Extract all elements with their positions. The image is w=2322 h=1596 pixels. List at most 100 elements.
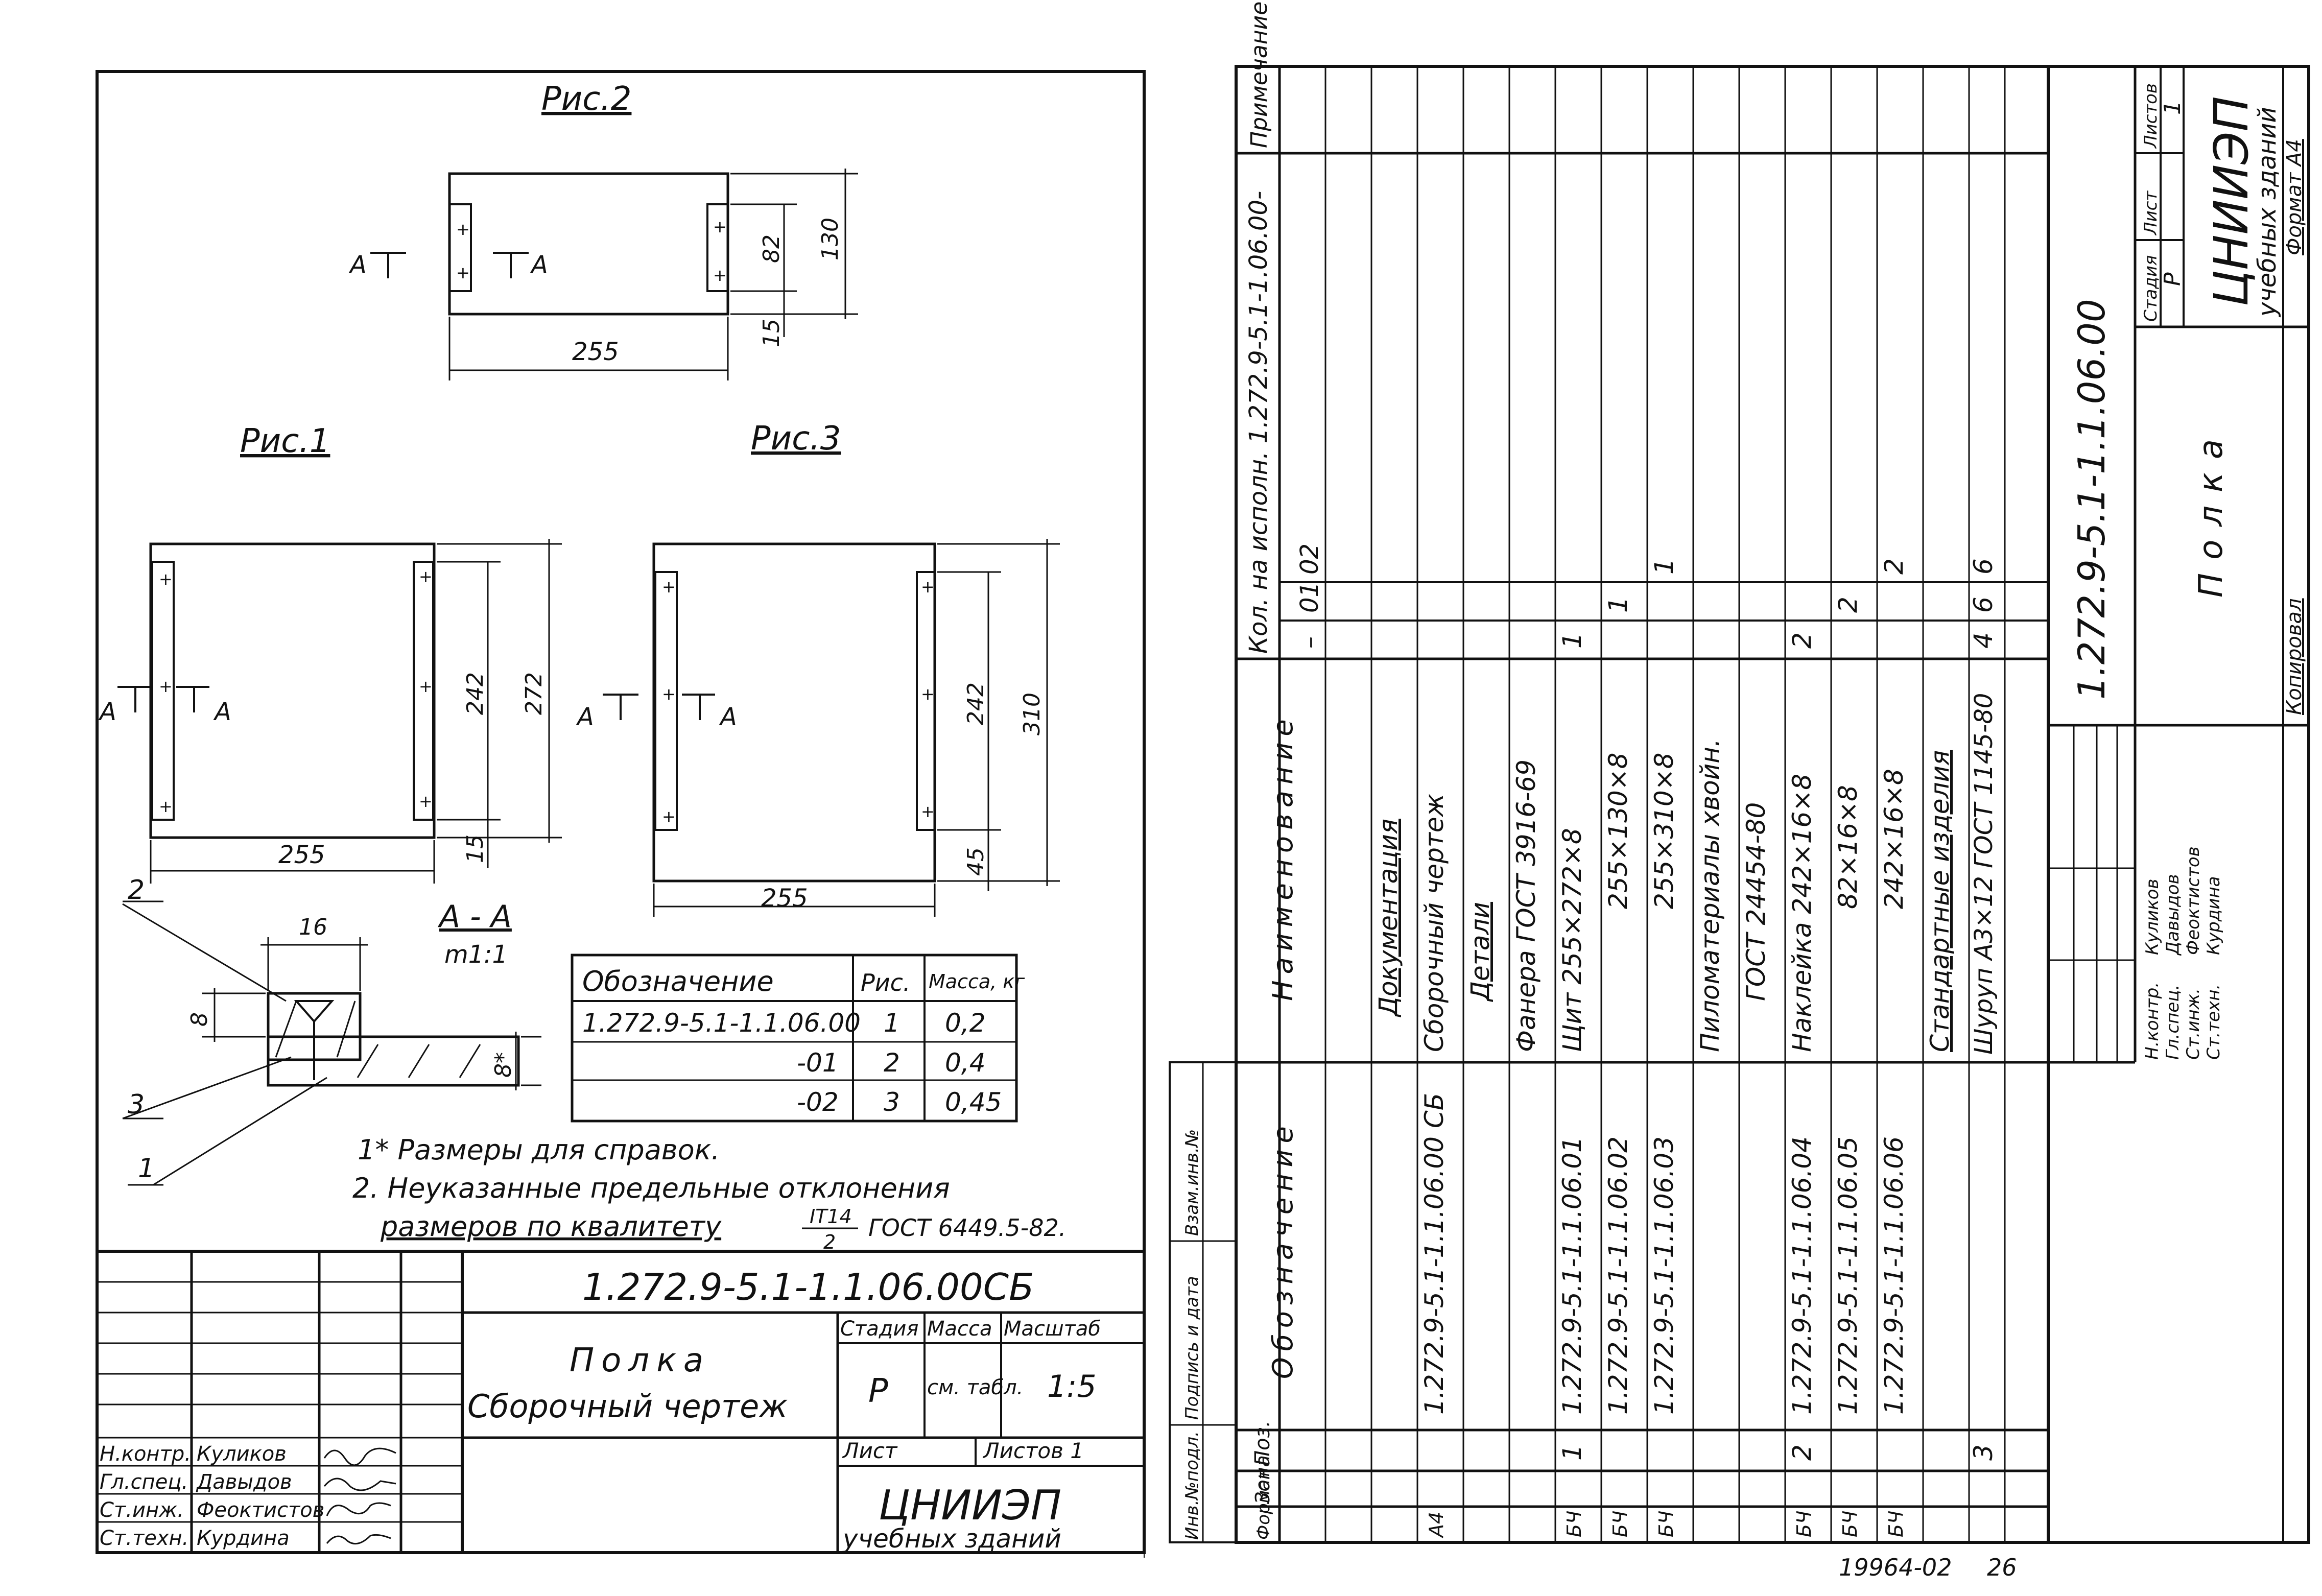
signer-name: Давыдов xyxy=(196,1470,292,1494)
variants-table: Обозначение Рис. Масса, кг 1.272.9-5.1-1… xyxy=(571,954,1025,1123)
spec-row-designation: 1.272.9-5.1-1.1.06.05 xyxy=(1833,1136,1863,1415)
fig1-strip-right xyxy=(413,561,434,821)
table-cell: 0,4 xyxy=(945,1048,986,1078)
section-mark-label: A xyxy=(98,698,116,726)
tb-org: ЦНИИЭП xyxy=(879,1482,1061,1529)
signer-role: Ст.техн. xyxy=(2203,984,2224,1060)
left-sheet: Рис.2 + + + + A A 255 82 xyxy=(96,70,1146,1554)
table-header-designation: Обозначение xyxy=(582,965,774,997)
footer-page: 26 xyxy=(1987,1554,2017,1581)
spec-row-qty: 1 xyxy=(1649,558,1679,575)
callout-leader xyxy=(122,1056,292,1119)
figure-1: Рис.1 + + + + + + A A 255 xyxy=(98,422,562,884)
fig1-screw-mark: + xyxy=(419,677,433,696)
spec-row-format: БЧ xyxy=(1839,1511,1861,1537)
dim-fig2-width: 255 xyxy=(572,338,619,366)
spec-row-format: БЧ xyxy=(1793,1511,1815,1537)
table-cell: 0,45 xyxy=(945,1087,1002,1117)
section-mark-label: A xyxy=(213,698,231,726)
section-mark-label: A xyxy=(348,251,367,279)
spec-header-designation: Обозначение xyxy=(1267,1120,1299,1379)
table-cell: 1 xyxy=(884,1008,900,1038)
margin-fields: Инв.№подл. Подпись и дата Взам.инв.№ xyxy=(1169,1061,1237,1543)
dim-fig1-height: 272 xyxy=(521,672,547,715)
tb-stage: Р xyxy=(868,1372,888,1410)
margin-label-signature: Подпись и дата xyxy=(1182,1276,1202,1420)
tb-name-line2: Сборочный чертеж xyxy=(467,1388,788,1425)
spec-row-name: 255×310×8 xyxy=(1649,753,1679,909)
fig2-strip-left xyxy=(448,203,472,292)
callout-2: 2 xyxy=(128,875,145,906)
spec-header-zone: Зона xyxy=(1251,1455,1274,1504)
spec-header-pos: Поз. xyxy=(1251,1420,1274,1466)
spec-row-name: Щит 255×272×8 xyxy=(1557,828,1587,1052)
dim-section-panel-h: 8* xyxy=(490,1052,516,1078)
margin-label-inv-orig: Инв.№подл. xyxy=(1182,1431,1202,1540)
spec-row-qty: 6 xyxy=(1969,597,1998,613)
signature xyxy=(326,1502,391,1516)
signature xyxy=(326,1534,391,1545)
fig2-strip-right xyxy=(706,203,729,292)
section-a-a: A - A m1:1 16 8 8* 2 xyxy=(122,875,541,1186)
notes: 1* Размеры для справок. 2. Неуказанные п… xyxy=(352,1134,1066,1253)
figure-1-title: Рис.1 xyxy=(240,422,330,460)
section-hatch xyxy=(336,1001,356,1058)
section-mark-label: A xyxy=(530,251,548,279)
spec-row-pos: 1 xyxy=(1557,1444,1587,1461)
dim-section-width: 16 xyxy=(299,914,327,940)
tb-sheets-label: Листов xyxy=(2141,83,2161,149)
dim-fig3-offset: 45 xyxy=(963,847,989,876)
spec-row-name: Шуруп А3×12 ГОСТ 1145-80 xyxy=(1970,693,1998,1055)
fig1-screw-mark: + xyxy=(419,567,433,586)
spec-row-designation: 1.272.9-5.1-1.1.06.01 xyxy=(1557,1136,1587,1415)
dim-fig3-width: 255 xyxy=(761,884,808,913)
tb-name: Полка xyxy=(2192,426,2230,598)
signer-name: Куликов xyxy=(197,1442,287,1466)
callout-leader xyxy=(122,903,287,1002)
dim-fig3-strip: 242 xyxy=(963,682,989,725)
fig3-screw-mark: + xyxy=(662,577,676,597)
spec-row-pos: 3 xyxy=(1969,1444,1998,1461)
figure-3-title: Рис.3 xyxy=(751,420,841,458)
tb-copied: Копировал xyxy=(2283,598,2306,715)
table-cell: 0,2 xyxy=(945,1008,986,1038)
spec-row-name: Детали xyxy=(1465,902,1495,1002)
spec-row-format: А4 xyxy=(1425,1512,1448,1539)
signature xyxy=(323,1447,396,1466)
section-hatch xyxy=(357,1044,379,1078)
signer-role: Гл.спец. xyxy=(100,1470,188,1494)
tolerance-denominator: 2 xyxy=(823,1231,836,1253)
signer-name: Курдина xyxy=(197,1527,290,1550)
dim-fig1-strip: 242 xyxy=(462,672,488,715)
tb-mass: см. табл. xyxy=(927,1376,1023,1399)
fig2-screw-mark: + xyxy=(713,217,727,236)
fig1-screw-mark: + xyxy=(159,569,173,589)
left-title-block: Н.контр. Куликов Гл.спец. Давыдов Ст.инж… xyxy=(97,1250,1144,1554)
spec-table: Примечание Кол. на исполн. 1.272.9-5.1-1… xyxy=(1236,2,2050,1542)
fig1-strip-left xyxy=(151,561,175,821)
note-2-cont: размеров по квалитету xyxy=(380,1210,722,1243)
fig2-screw-mark: + xyxy=(456,263,470,282)
right-sheet-frame xyxy=(1235,65,2310,1544)
dim-fig3-height: 310 xyxy=(1019,693,1045,735)
spec-header-format: Формат xyxy=(1253,1469,1274,1540)
section-hatch xyxy=(408,1044,430,1078)
spec-row-format: БЧ xyxy=(1609,1511,1631,1537)
dim-fig2-offset: 15 xyxy=(759,319,785,347)
tb-format: Формат А4 xyxy=(2283,139,2306,255)
signer-role: Н.контр. xyxy=(100,1442,191,1466)
callout-1: 1 xyxy=(138,1153,155,1184)
tb-org: ЦНИИЭП xyxy=(2204,96,2259,306)
signer-role: Ст.инж. xyxy=(2183,988,2203,1060)
signer-name: Куликов xyxy=(2142,879,2163,955)
fig3-screw-mark: + xyxy=(662,684,676,704)
section-panel xyxy=(267,1035,520,1087)
fig1-screw-mark: + xyxy=(159,797,173,816)
tb-org-sub: учебных зданий xyxy=(842,1524,1061,1554)
fig1-screw-mark: + xyxy=(159,677,173,696)
note-2-standard: ГОСТ 6449.5-82. xyxy=(868,1214,1066,1242)
tb-sheets-total: 1 xyxy=(2160,101,2186,115)
note-1: 1* Размеры для справок. xyxy=(358,1134,720,1166)
spec-row-designation: 1.272.9-5.1-1.1.06.00 СБ xyxy=(1419,1093,1449,1415)
fig3-panel xyxy=(652,542,936,883)
